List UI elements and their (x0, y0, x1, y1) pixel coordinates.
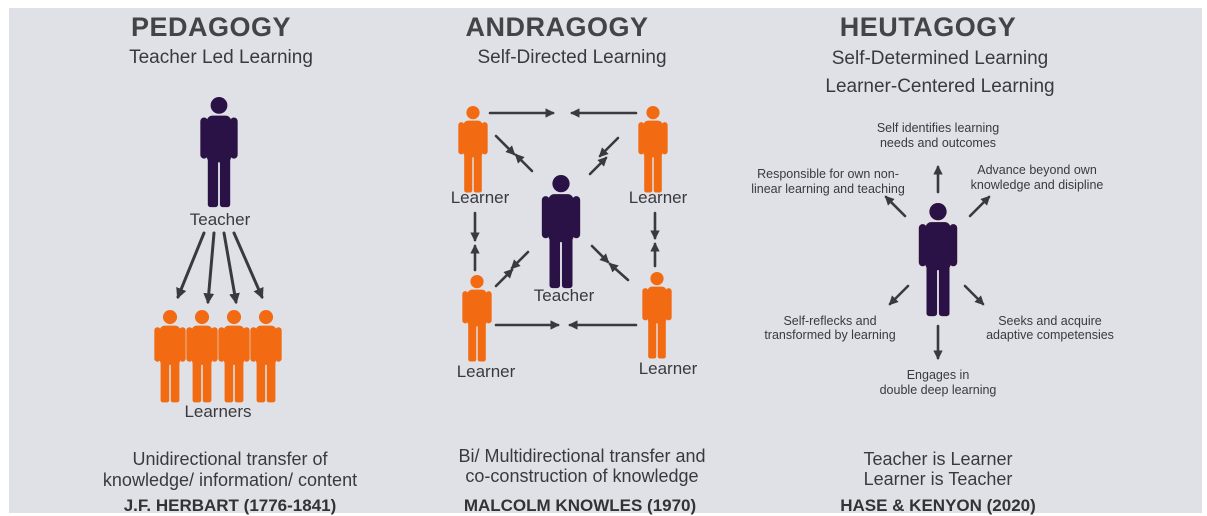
heutagogy-left-label-line2: linear learning and teaching (751, 182, 905, 196)
heutagogy-arrow-up-left (884, 195, 907, 218)
andragogy-learner-figure-bottom-left (462, 275, 492, 362)
heutagogy-arrow-up-right (968, 195, 991, 218)
heutagogy-lower-right-label-line1: Seeks and acquire (998, 314, 1102, 328)
pedagogy-teacher-label: Teacher (189, 210, 251, 229)
andragogy-learner-figure-top-right (638, 106, 668, 193)
pedagogy-description-line2: knowledge/ information/ content (102, 470, 358, 490)
pedagogy-learner-figure-2 (186, 310, 218, 403)
andragogy-learner-figure-bottom-right (642, 272, 672, 359)
heutagogy-right-label-line2: knowledge and disipline (970, 178, 1104, 192)
heutagogy-arrow-down-left (888, 284, 910, 306)
heutagogy-description-line2: Learner is Teacher (863, 469, 1013, 489)
andragogy-arrow-diag-tr-out (588, 156, 608, 176)
heutagogy-title: HEUTAGOGY (839, 12, 1017, 42)
pedagogy-learners-label: Learners (184, 402, 252, 421)
heutagogy-subtitle-1: Self-Determined Learning (831, 48, 1049, 69)
andragogy-arrow-diag-bl-in (510, 250, 530, 270)
heutagogy-top-label-line2: needs and outcomes (879, 136, 997, 150)
heutagogy-description-line1: Teacher is Learner (863, 449, 1013, 469)
andragogy-arrow-diag-bl-out (494, 268, 514, 288)
pedagogy-learner-figure-4 (250, 310, 282, 403)
heutagogy-left-label-line1: Responsible for own non- (757, 167, 899, 181)
pedagogy-author: J.F. HERBART (1776-1841) (123, 496, 337, 515)
andragogy-description-line1: Bi/ Multidirectional transfer and (458, 446, 706, 466)
andragogy-arrow-diag-br-out (608, 262, 630, 282)
pedagogy-description-line1: Unidirectional transfer of (132, 449, 328, 469)
andragogy-learner-label-bottom-right: Learner (638, 359, 698, 378)
andragogy-description-line2: co-construction of knowledge (465, 466, 699, 486)
heutagogy-right-label-line1: Advance beyond own (977, 163, 1097, 177)
pedagogy-arrow-2 (203, 231, 216, 305)
pedagogy-arrow-1 (176, 231, 206, 300)
andragogy-arrow-diag-tl-in (494, 134, 516, 156)
heutagogy-top-label-line1: Self identifies learning (876, 121, 1000, 135)
andragogy-title: ANDRAGOGY (465, 12, 649, 42)
andragogy-learner-label-top-right: Learner (628, 188, 688, 207)
andragogy-learner-label-bottom-left: Learner (456, 362, 516, 381)
pedagogy-teacher-figure (200, 97, 238, 208)
pedagogy-title: PEDAGOGY (130, 12, 292, 42)
andragogy-arrow-diag-tl-out (514, 153, 534, 173)
heutagogy-learner-teacher-figure (918, 203, 958, 317)
andragogy-learner-label-top-left: Learner (450, 188, 510, 207)
heutagogy-lower-left-label-line1: Self-reflecks and (783, 314, 877, 328)
andragogy-author: MALCOLM KNOWLES (1970) (463, 496, 697, 515)
pedagogy-arrow-3 (222, 231, 240, 305)
heutagogy-lower-right-label-line2: adaptive competensies (986, 328, 1114, 342)
andragogy-teacher-label: Teacher (533, 286, 595, 305)
andragogy-subtitle: Self-Directed Learning (477, 47, 667, 68)
heutagogy-author: HASE & KENYON (2020) (840, 496, 1036, 515)
heutagogy-subtitle-2: Learner-Centered Learning (825, 76, 1055, 97)
pedagogy-learner-figure-1 (154, 310, 186, 403)
pedagogy-subtitle: Teacher Led Learning (129, 47, 313, 68)
andragogy-arrow-diag-br-in (590, 244, 610, 264)
pedagogy-arrow-4 (232, 231, 264, 299)
andragogy-learner-figure-top-left (458, 106, 488, 193)
heutagogy-bottom-label-line2: double deep learning (879, 383, 997, 397)
andragogy-teacher-figure (541, 175, 581, 289)
heutagogy-bottom-label-line1: Engages in (906, 368, 970, 382)
heutagogy-lower-left-label-line2: transformed by learning (764, 328, 896, 342)
pedagogy-learner-figure-3 (218, 310, 250, 403)
andragogy-arrow-diag-tr-in (598, 136, 620, 158)
heutagogy-arrow-down-right (963, 284, 985, 306)
